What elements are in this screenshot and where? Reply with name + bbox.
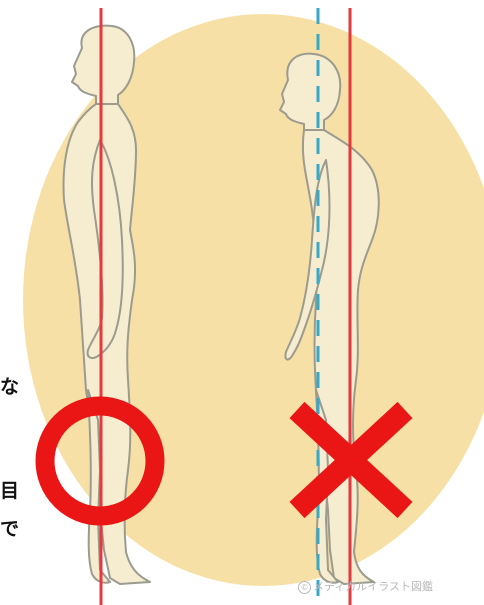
watermark-text: メディカルイラスト図鑑: [313, 580, 433, 593]
text-fragment-3: で: [0, 520, 19, 539]
text-fragment-1: な: [0, 378, 19, 397]
copyright-icon: ©: [298, 581, 311, 594]
text-fragment-2: 目: [0, 482, 19, 501]
watermark: ©メディカルイラスト図鑑: [298, 578, 433, 594]
